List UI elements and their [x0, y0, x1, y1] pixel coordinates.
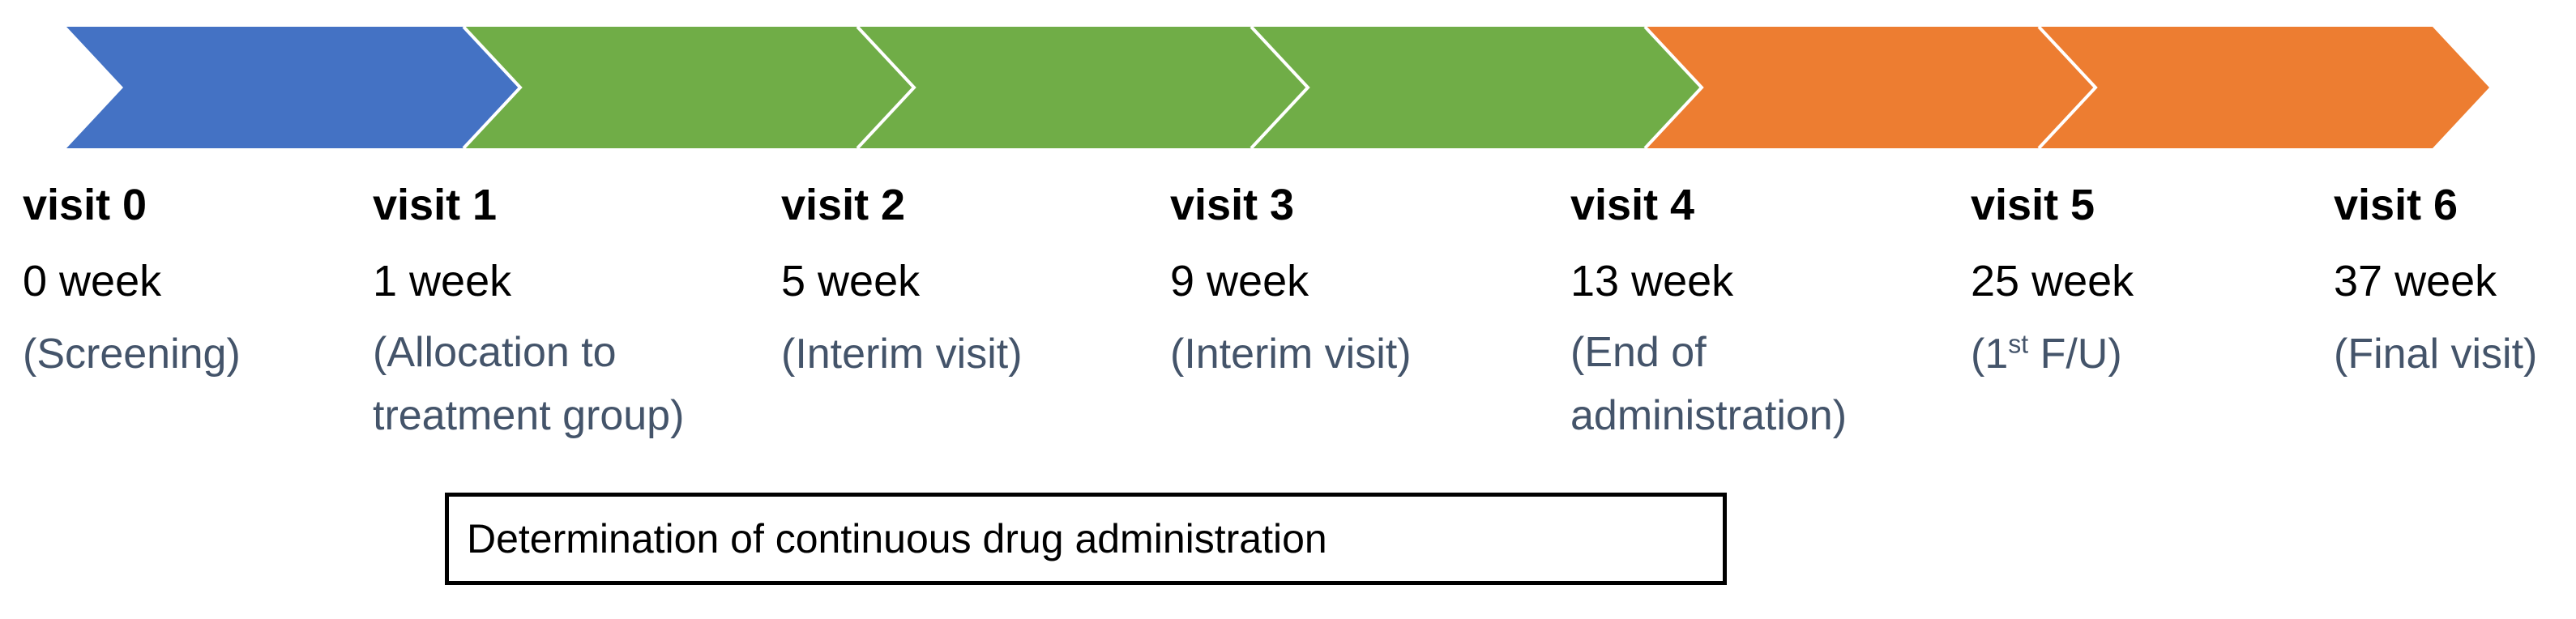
determination-box-label: Determination of continuous drug adminis…	[467, 516, 1327, 561]
visit-4-description: (End of administration)	[1570, 321, 1847, 447]
visit-6-column: visit 6 37 week (Final visit)	[2334, 180, 2537, 387]
visit-1-description: (Allocation to treatment group)	[373, 321, 684, 447]
visit-3-description-line: (Interim visit)	[1170, 331, 1412, 378]
visit-6-week: 37 week	[2334, 257, 2497, 305]
chevron-separators	[462, 25, 2098, 150]
visit-1-description-line-2: treatment group)	[373, 392, 685, 439]
chevron-visit-4	[1645, 27, 2095, 148]
visit-6-description-line: (Final visit)	[2334, 331, 2538, 378]
visit-5-title: visit 5	[1971, 181, 2095, 229]
visit-0-column: visit 0 0 week (Screening)	[23, 180, 241, 387]
visit-5-week: 25 week	[1971, 257, 2134, 305]
visit-1-column: visit 1 1 week (Allocation to treatment …	[373, 180, 684, 447]
visit-2-description-line: (Interim visit)	[781, 331, 1023, 378]
visit-0-title: visit 0	[23, 181, 147, 229]
visit-4-week: 13 week	[1570, 257, 1734, 305]
visit-3-week: 9 week	[1170, 257, 1309, 305]
visit-5-column: visit 5 25 week (1st F/U)	[1971, 180, 2134, 387]
visit-4-column: visit 4 13 week (End of administration)	[1570, 180, 1847, 447]
visit-3-column: visit 3 9 week (Interim visit)	[1170, 180, 1412, 387]
visit-6-description: (Final visit)	[2334, 321, 2537, 387]
visit-3-title: visit 3	[1170, 181, 1295, 229]
chevron-visit-3	[1251, 27, 1702, 148]
visit-5-description-superscript: st	[2008, 329, 2029, 359]
visit-0-description: (Screening)	[23, 321, 241, 387]
visit-2-week: 5 week	[781, 257, 921, 305]
visit-0-week: 0 week	[23, 257, 162, 305]
visit-3-description: (Interim visit)	[1170, 321, 1412, 387]
determination-period-box: Determination of continuous drug adminis…	[445, 493, 1727, 585]
chevron-visit-1	[464, 27, 914, 148]
visit-0-description-line: (Screening)	[23, 331, 241, 378]
visit-1-description-line-1: (Allocation to	[373, 329, 617, 376]
visit-4-description-line-1: (End of	[1570, 329, 1707, 376]
visit-2-description: (Interim visit)	[781, 321, 1023, 387]
visit-5-description-suffix: F/U)	[2028, 331, 2122, 378]
visit-4-title: visit 4	[1570, 181, 1695, 229]
chevron-visit-2	[857, 27, 1308, 148]
visit-6-title: visit 6	[2334, 181, 2459, 229]
visit-5-description: (1st F/U)	[1971, 321, 2134, 387]
visit-4-description-line-2: administration)	[1570, 392, 1848, 439]
visit-2-column: visit 2 5 week (Interim visit)	[781, 180, 1023, 387]
visit-1-title: visit 1	[373, 181, 498, 229]
chevron-visit-0	[66, 27, 520, 148]
chevron-visit-5	[2039, 27, 2489, 148]
visit-2-title: visit 2	[781, 181, 906, 229]
visit-5-description-prefix: (1	[1971, 331, 2009, 378]
visit-1-week: 1 week	[373, 257, 512, 305]
